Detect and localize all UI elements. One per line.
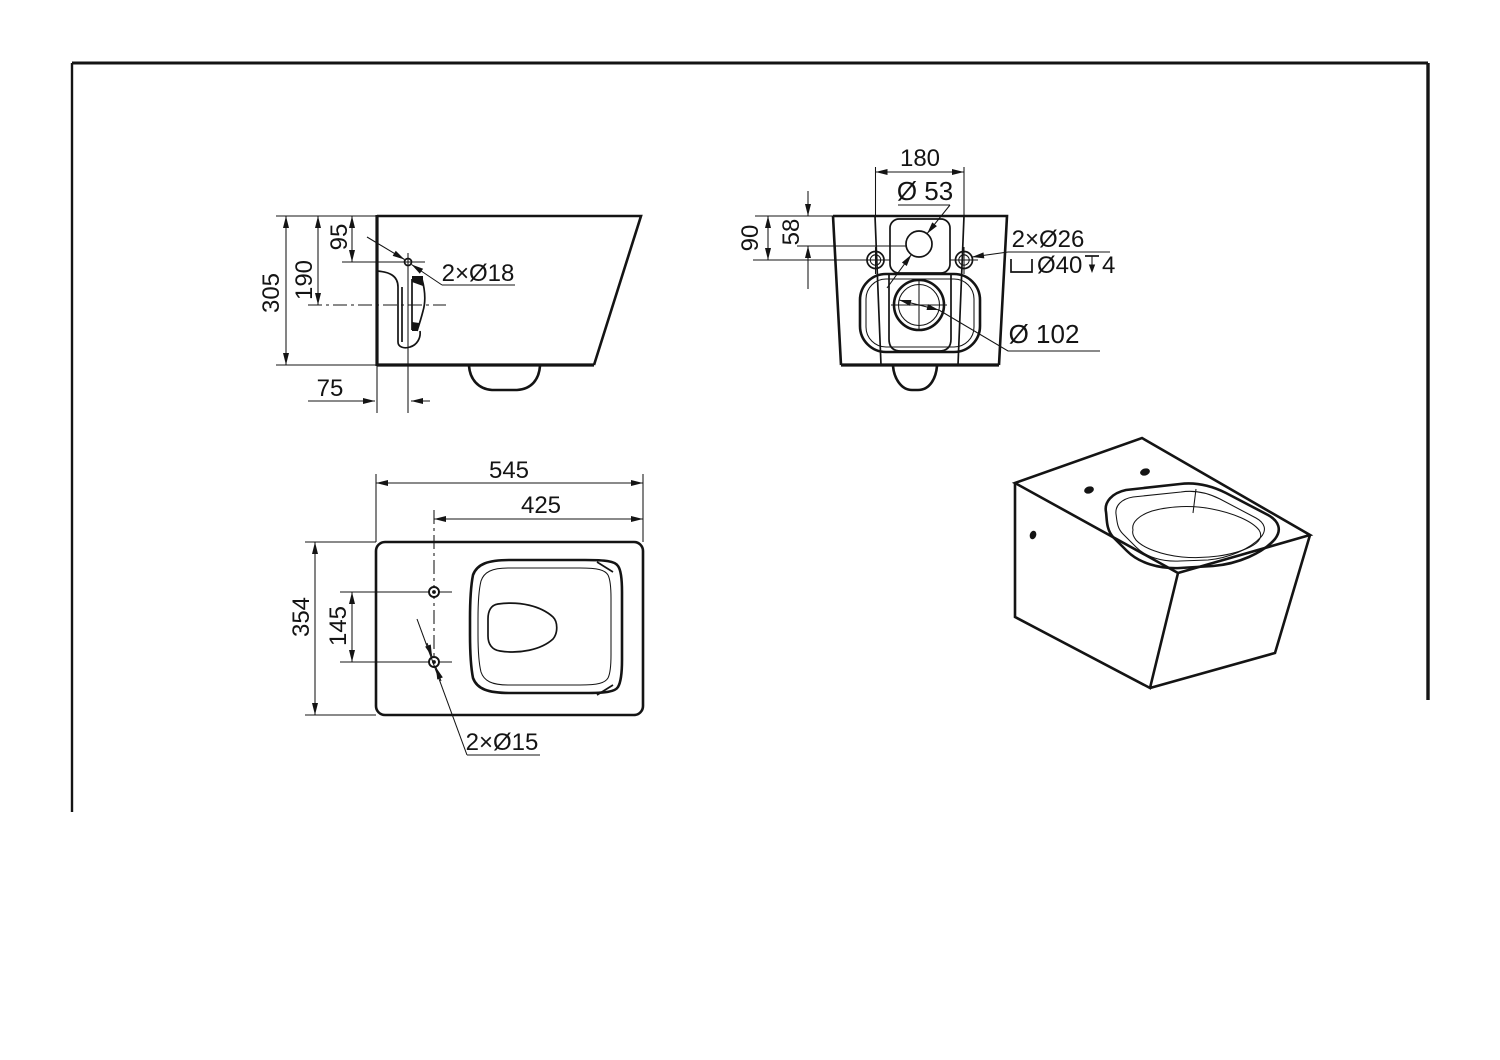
rear-body-outline xyxy=(831,214,1009,366)
iso-bowl-cavity-bottom xyxy=(1132,506,1262,559)
dim-545-label: 545 xyxy=(489,457,529,484)
leader-d53-upper xyxy=(926,204,951,234)
depth-icon xyxy=(1085,255,1099,273)
iso-side-hole xyxy=(1029,530,1037,540)
dia-102-label: Ø 102 xyxy=(1009,319,1080,349)
top-hole-lines xyxy=(340,591,452,663)
counterbore-depth-label: 4 xyxy=(1102,252,1115,279)
top-view: 545 425 354 145 2×Ø15 xyxy=(288,457,645,756)
leader-2xd15 xyxy=(416,618,468,756)
dim-180-label: 180 xyxy=(900,145,940,172)
dia-53-label: Ø 53 xyxy=(897,176,953,206)
isometric-view xyxy=(1011,436,1314,690)
rear-extension-lines xyxy=(753,215,906,261)
top-body-outline xyxy=(374,540,645,717)
dim-75-label: 75 xyxy=(317,375,344,402)
side-outlet-bump xyxy=(467,365,542,392)
dim-145-label: 145 xyxy=(325,606,352,646)
side-body-outline xyxy=(377,214,643,366)
iso-bowl-opening-outer xyxy=(1104,482,1281,570)
bolt-cross xyxy=(950,247,978,274)
top-extension-lines xyxy=(305,474,644,716)
side-holes-label: 2×Ø18 xyxy=(442,260,515,287)
top-bowl-outer-rim xyxy=(468,558,624,695)
iso-top-face xyxy=(1011,436,1314,575)
iso-bowl-back-edge xyxy=(1192,488,1197,514)
leader-2xd18-lower xyxy=(411,264,443,286)
iso-seat-hole-left xyxy=(1084,486,1094,494)
dim-305-label: 305 xyxy=(258,273,285,313)
hole-dot xyxy=(432,590,436,594)
dim-180-extensions xyxy=(874,167,965,216)
iso-body-edges xyxy=(1013,483,1312,690)
leader-d53-lower xyxy=(886,254,912,289)
side-seal-bottom xyxy=(412,322,419,331)
top-bowl-inner-rim xyxy=(477,567,612,686)
rear-view: 180 Ø 53 90 58 2×Ø26 Ø40 4 Ø 102 xyxy=(737,145,1115,392)
rear-outlet-bump xyxy=(891,365,939,392)
leader-d102 xyxy=(938,309,1100,352)
rear-bolt-left xyxy=(862,247,890,274)
drawing-frame xyxy=(70,61,1430,812)
rear-inlet-circle xyxy=(905,230,933,258)
rear-taper-edges xyxy=(874,215,965,366)
rear-bowl-inner xyxy=(865,278,975,348)
top-water-spot xyxy=(487,602,558,653)
leader-2xd18-upper xyxy=(366,236,405,260)
dim-354-label: 354 xyxy=(288,597,315,637)
dim-425-label: 425 xyxy=(521,492,561,519)
leader-2xd15-arrow-bottom xyxy=(435,667,443,682)
top-fixing-hole-upper xyxy=(428,586,440,598)
rear-bolt-right xyxy=(950,247,978,274)
rear-bowl-outer xyxy=(858,272,982,354)
dim-190-label: 190 xyxy=(291,260,318,300)
iso-seat-hole-right xyxy=(1140,468,1150,476)
counterbore-icon xyxy=(1010,259,1033,273)
dim-90-label: 90 xyxy=(737,225,764,252)
top-holes-label: 2×Ø15 xyxy=(466,729,539,756)
side-seal-top xyxy=(412,276,423,286)
bolt-cross xyxy=(862,247,890,274)
dim-58-label: 58 xyxy=(778,219,805,246)
rear-trap-shroud xyxy=(888,274,952,352)
depth-icon-arrow xyxy=(1088,264,1096,273)
top-rim-chamfers xyxy=(596,561,614,696)
bolt-holes-label: 2×Ø26 xyxy=(1012,226,1085,253)
side-view: 305 190 95 2×Ø18 75 xyxy=(258,214,643,413)
leader-2xd15-arrow-top xyxy=(425,642,433,657)
dim-95-label: 95 xyxy=(326,224,353,251)
dia-102-arrows xyxy=(898,299,940,311)
counterbore-dia-label: Ø40 xyxy=(1037,252,1082,279)
leader-2xd26 xyxy=(971,251,1009,259)
side-extension-lines xyxy=(276,215,425,413)
